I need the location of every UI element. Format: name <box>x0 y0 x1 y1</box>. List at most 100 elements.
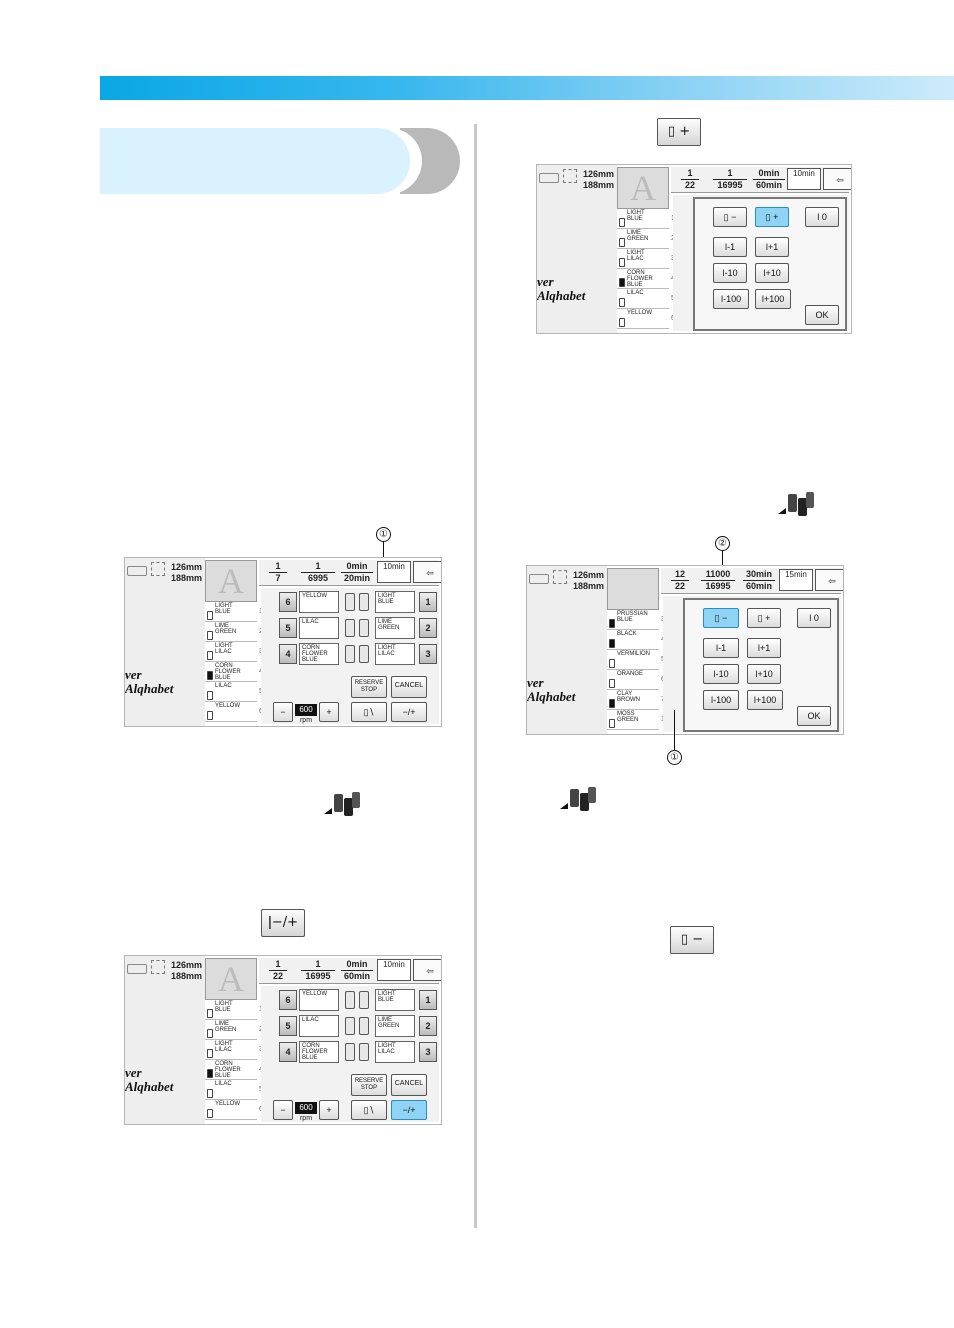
needle-button[interactable]: 2 <box>419 618 437 638</box>
embroidery-screen-4: 126mm 188mm ver Alqhabet PRUSSIAN BLUE3 … <box>526 565 844 735</box>
needle-plus-10-button[interactable]: ǀ+10 <box>755 263 789 283</box>
frame-icon <box>127 964 147 974</box>
ok-button[interactable]: OK <box>797 706 831 726</box>
thread-preview: A <box>617 167 669 209</box>
needle-color[interactable]: CORN FLOWER BLUE <box>299 643 339 665</box>
reserve-stop-button[interactable]: RESERVE STOP <box>351 676 387 698</box>
needle-button[interactable]: 5 <box>279 618 297 638</box>
size-readout: 126mm 188mm <box>529 568 607 594</box>
color-row: PRUSSIAN BLUE3 <box>607 610 665 630</box>
needle-plus-10-button[interactable]: ǀ+10 <box>747 664 781 684</box>
speed-plus-button[interactable]: + <box>319 702 339 722</box>
spool-icon <box>359 1043 369 1061</box>
spool-icon: ▯ <box>680 932 689 947</box>
back-icon[interactable]: ⇦ <box>823 168 851 190</box>
speed-minus-button[interactable]: − <box>273 702 293 722</box>
spool-icon <box>359 593 369 611</box>
needle-minus-1-button[interactable]: ǀ-1 <box>713 237 747 257</box>
cancel-button[interactable]: CANCEL <box>391 1074 427 1096</box>
back-icon[interactable]: ⇦ <box>413 959 441 981</box>
needle-button[interactable]: 4 <box>279 644 297 664</box>
design-text: ver Alqhabet <box>125 1065 174 1094</box>
needle-plus-1-button[interactable]: ǀ+1 <box>755 237 789 257</box>
needle-button[interactable]: 1 <box>419 592 437 612</box>
callout-leader <box>674 710 675 750</box>
needle-color[interactable]: LIGHT BLUE <box>375 591 415 613</box>
needle-minus-100-button[interactable]: ǀ-100 <box>703 690 739 710</box>
needle-minus-1-button[interactable]: ǀ-1 <box>703 638 739 658</box>
needle-plus-100-button[interactable]: ǀ+100 <box>747 690 783 710</box>
spool-icon <box>345 645 355 663</box>
needle-zero-button[interactable]: ǀ 0 <box>797 608 831 628</box>
thread-plus-button[interactable]: ▯ + <box>657 118 701 146</box>
thread-trim-icon[interactable]: ▯∖ <box>351 1100 387 1120</box>
needle-adjust-button[interactable]: −/+ <box>391 702 427 722</box>
frame-icon <box>539 173 559 183</box>
needle-plus-100-button[interactable]: ǀ+100 <box>755 289 791 309</box>
spool-icon <box>359 645 369 663</box>
spool-icon <box>359 991 369 1009</box>
thread-minus-button[interactable]: ▯ − <box>703 608 739 628</box>
needle-minus-plus-button[interactable]: ǀ−/+ <box>261 909 305 937</box>
stop-time-box: 10min <box>787 168 821 190</box>
color-row: CLAY BROWN7 <box>607 690 665 710</box>
back-icon[interactable]: ⇦ <box>815 569 843 591</box>
thread-minus-button[interactable]: ▯ − <box>670 926 714 954</box>
color-row: CORN FLOWER BLUE4 <box>617 269 675 289</box>
needle-color[interactable]: YELLOW <box>299 591 339 613</box>
frame-icon <box>529 574 549 584</box>
needle-button[interactable]: 6 <box>279 592 297 612</box>
stop-time-box: 10min <box>377 561 411 583</box>
speed-value: 600 <box>295 704 317 716</box>
color-row: BLACK4 <box>607 630 665 650</box>
size-readout: 126mm 188mm <box>127 560 205 586</box>
color-row: ORANGE6 <box>607 670 665 690</box>
needle-minus-10-button[interactable]: ǀ-10 <box>703 664 739 684</box>
stop-time-box: 15min <box>779 569 813 591</box>
needle-minus-10-button[interactable]: ǀ-10 <box>713 263 747 283</box>
needle-color[interactable]: LIGHT LILAC <box>375 643 415 665</box>
thread-plus-button[interactable]: ▯ + <box>755 207 789 227</box>
color-row: YELLOW6 <box>205 1100 263 1120</box>
spool-jump-icon <box>324 792 360 816</box>
spool-icon <box>345 619 355 637</box>
needle-zero-button[interactable]: ǀ 0 <box>805 207 839 227</box>
needle-color[interactable]: LIME GREEN <box>375 617 415 639</box>
reserve-stop-button[interactable]: RESERVE STOP <box>351 1074 387 1096</box>
needle-plus-1-button[interactable]: ǀ+1 <box>747 638 781 658</box>
needle-color[interactable]: LILAC <box>299 617 339 639</box>
design-text: ver Alqhabet <box>125 667 174 696</box>
thread-trim-icon[interactable]: ▯∖ <box>351 702 387 722</box>
spool-icon <box>359 619 369 637</box>
spool-jump-icon <box>560 787 596 811</box>
design-area <box>125 558 205 726</box>
speed-minus-button[interactable]: − <box>273 1100 293 1120</box>
speed-plus-button[interactable]: + <box>319 1100 339 1120</box>
rpm-label: rpm <box>299 1115 313 1122</box>
design-area <box>527 566 607 734</box>
rpm-label: rpm <box>299 717 313 724</box>
thread-plus-button[interactable]: ▯ + <box>747 608 781 628</box>
back-icon[interactable]: ⇦ <box>413 561 441 583</box>
adjust-dialog: ▯ − ▯ + ǀ 0 ǀ-1 ǀ+1 ǀ-10 ǀ+10 ǀ-100 ǀ+10… <box>683 598 839 732</box>
speed-value: 600 <box>295 1102 317 1114</box>
color-sequence-list[interactable]: PRUSSIAN BLUE3 BLACK4 VERMILION5 ORANGE6… <box>607 610 665 730</box>
needle-button[interactable]: 3 <box>419 644 437 664</box>
cancel-button[interactable]: CANCEL <box>391 676 427 698</box>
needle-adjust-button[interactable]: −/+ <box>391 1100 427 1120</box>
needle-minus-100-button[interactable]: ǀ-100 <box>713 289 749 309</box>
thread-minus-button[interactable]: ▯ − <box>713 207 747 227</box>
move-icon <box>151 960 165 974</box>
callout-2: ② <box>715 536 730 551</box>
ok-button[interactable]: OK <box>805 305 839 325</box>
callout-leader <box>383 542 384 564</box>
spool-icon <box>359 1017 369 1035</box>
